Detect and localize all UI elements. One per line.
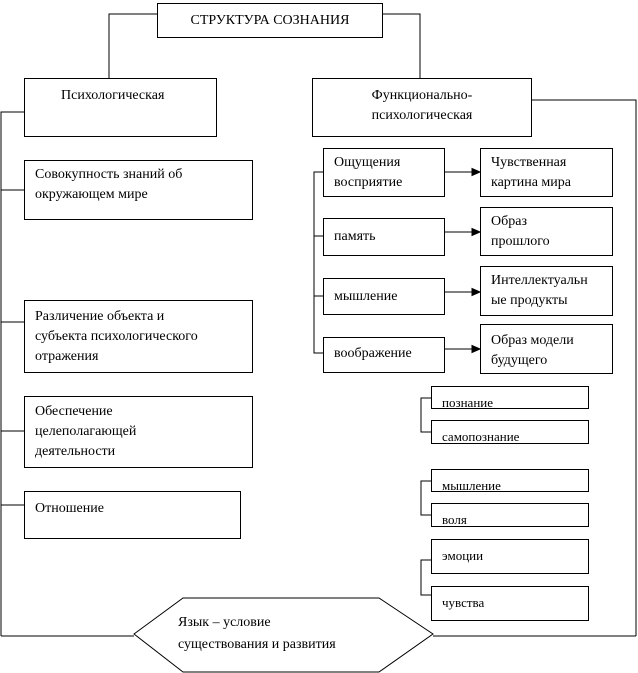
pair-self-cognition: самопознание — [431, 420, 589, 444]
diagram-title-text: СТРУКТУРА СОЗНАНИЯ — [190, 13, 350, 28]
pair-feelings-text: чувства — [442, 595, 485, 610]
language-condition-text: Язык – условие существования и развития — [178, 615, 336, 652]
result-future-model: Образ модели будущего — [480, 324, 613, 374]
result-sensory-picture: Чувственная картина мира — [480, 148, 613, 197]
pair-thinking: мышление — [431, 469, 589, 492]
pair-cognition: познание — [431, 386, 589, 409]
result-intellectual-products: Интеллектуальн ые продукты — [480, 266, 613, 316]
function-memory-text: память — [334, 229, 376, 244]
function-imagination-text: воображение — [334, 346, 412, 361]
pair-emotions: эмоции — [431, 539, 589, 574]
left-item-goal-setting: Обеспечение целеполагающей деятельности — [24, 396, 253, 468]
pair-feelings: чувства — [431, 586, 589, 621]
left-item-attitude-text: Отношение — [35, 501, 104, 516]
branch-psychological-label: Психологическая — [61, 88, 165, 103]
left-item-distinction: Различение объекта и субъекта психологич… — [24, 300, 253, 373]
branch-psychological: Психологическая — [24, 78, 217, 137]
pair-thinking-text: мышление — [442, 478, 501, 492]
function-thinking: мышление — [323, 278, 445, 315]
pair-self-cognition-text: самопознание — [442, 429, 520, 444]
function-imagination: воображение — [323, 337, 445, 373]
left-item-goal-setting-text: Обеспечение целеполагающей деятельности — [35, 404, 137, 459]
pair-cognition-text: познание — [442, 395, 494, 409]
left-item-knowledge: Совокупность знаний об окружающем мире — [24, 160, 253, 220]
pair-will-text: воля — [442, 512, 467, 527]
result-intellectual-products-text: Интеллектуальн ые продукты — [491, 273, 588, 308]
result-sensory-picture-text: Чувственная картина мира — [491, 155, 572, 190]
branch-functional: Функционально- психологическая — [312, 78, 532, 137]
left-item-distinction-text: Различение объекта и субъекта психологич… — [35, 309, 198, 364]
result-image-past-text: Образ прошлого — [491, 214, 550, 249]
left-item-knowledge-text: Совокупность знаний об окружающем мире — [35, 167, 183, 202]
diagram-title: СТРУКТУРА СОЗНАНИЯ — [157, 3, 383, 38]
function-sensation-text: Ощущения восприятие — [334, 155, 403, 190]
pair-emotions-text: эмоции — [442, 548, 484, 563]
branch-functional-label: Функционально- психологическая — [371, 88, 473, 123]
function-sensation: Ощущения восприятие — [323, 148, 445, 197]
left-item-attitude: Отношение — [24, 491, 241, 539]
result-image-past: Образ прошлого — [480, 207, 613, 256]
function-memory: память — [323, 218, 445, 256]
result-future-model-text: Образ модели будущего — [491, 333, 574, 368]
pair-will: воля — [431, 503, 589, 527]
function-thinking-text: мышление — [334, 289, 398, 304]
